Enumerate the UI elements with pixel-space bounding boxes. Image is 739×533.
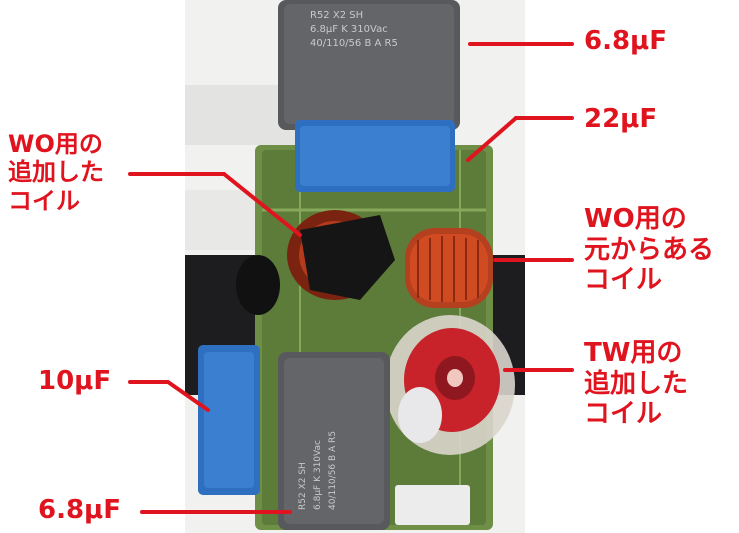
bottom-cap-line-1: R52 X2 SH xyxy=(298,462,308,510)
label-wo-added-coil: WO用の 追加した コイル xyxy=(8,130,104,215)
label-22uf: 22μF xyxy=(584,104,657,135)
bottom-grey-capacitor: R52 X2 SH 6.8μF K 310Vac 40/110/56 B A R… xyxy=(278,352,390,530)
bottom-cap-line-3: 40/110/56 B A R5 xyxy=(328,431,338,510)
top-grey-capacitor: R52 X2 SH 6.8μF K 310Vac 40/110/56 B A R… xyxy=(278,0,460,130)
label-bottom-6-8uf: 6.8μF xyxy=(38,495,121,526)
top-cap-line-1: R52 X2 SH xyxy=(310,10,363,21)
label-wo-original-coil: WO用の 元からある コイル xyxy=(584,204,714,296)
wo-original-coil xyxy=(405,228,493,308)
label-line: コイル xyxy=(584,399,663,430)
blue-capacitor-10uf xyxy=(198,345,260,495)
label-text: 10μF xyxy=(38,366,112,396)
top-cap-line-3: 40/110/56 B A R5 xyxy=(310,38,398,49)
label-text: 6.8μF xyxy=(38,495,121,525)
wo-added-coil xyxy=(236,210,395,315)
label-line: 追加した xyxy=(8,158,104,187)
tw-added-coil xyxy=(385,315,515,455)
label-text: 22μF xyxy=(584,104,658,134)
blue-capacitor-22uf xyxy=(295,120,455,192)
leader-wo-added-coil xyxy=(128,172,302,237)
label-line: WO用の xyxy=(584,204,687,234)
label-line: TW用の xyxy=(584,338,683,368)
annotation-leaders xyxy=(128,42,574,514)
label-10uf: 10μF xyxy=(38,366,111,397)
label-tw-added-coil: TW用の 追加した コイル xyxy=(584,338,688,430)
label-line: 追加した xyxy=(584,368,689,399)
label-line: コイル xyxy=(8,186,80,215)
leader-10uf xyxy=(128,380,210,412)
label-line: 元からある xyxy=(584,234,715,265)
label-text: 6.8μF xyxy=(584,26,667,56)
leader-22uf xyxy=(466,116,518,162)
label-top-right-6-8uf: 6.8μF xyxy=(584,26,667,57)
top-cap-line-2: 6.8μF K 310Vac xyxy=(310,24,388,35)
bottom-cap-line-2: 6.8μF K 310Vac xyxy=(313,440,323,510)
label-line: コイル xyxy=(584,265,663,296)
label-line: WO用の xyxy=(8,130,103,158)
